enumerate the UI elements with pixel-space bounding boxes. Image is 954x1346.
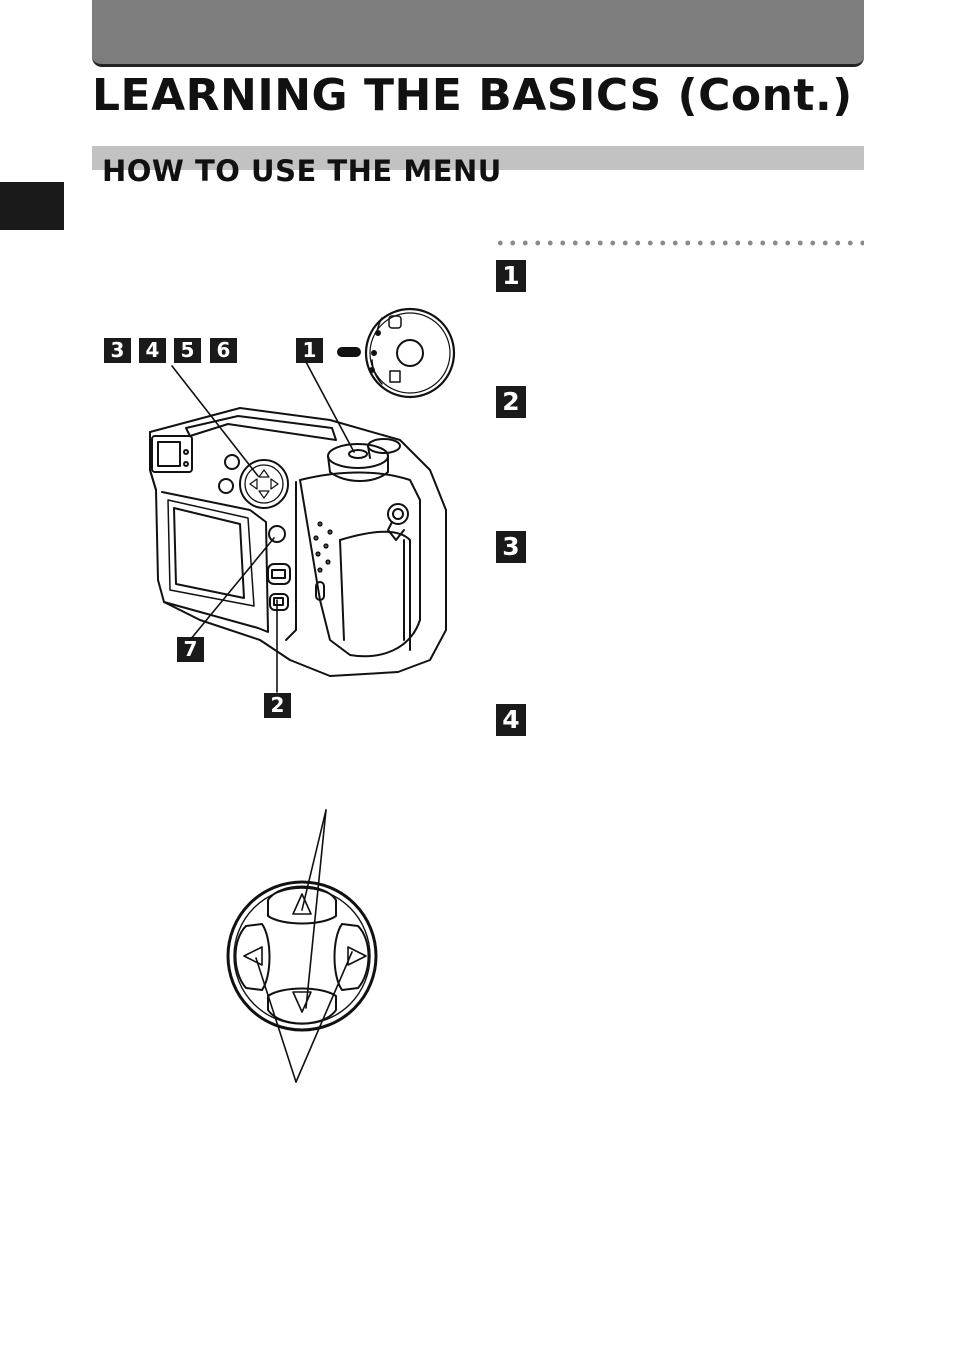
step-badge-4: 4 [496, 704, 526, 736]
header-bar [92, 0, 864, 67]
callout-1: 1 [296, 338, 323, 363]
callout-7: 7 [177, 637, 204, 662]
camera-body [149, 407, 447, 677]
callout-2: 2 [264, 693, 291, 718]
section-band [92, 146, 864, 170]
callout-5: 5 [174, 338, 201, 363]
step-badge-2: 2 [496, 386, 526, 418]
mode-dial-icon [337, 307, 456, 399]
callout-3: 3 [104, 338, 131, 363]
callout-4: 4 [139, 338, 166, 363]
arrow-pad-leaders [255, 809, 353, 1083]
dotted-separator [494, 240, 864, 246]
section-title: HOW TO USE THE MENU [102, 154, 502, 188]
arrow-pad-icon [226, 880, 378, 1032]
step-badge-3: 3 [496, 531, 526, 563]
page-title: LEARNING THE BASICS (Cont.) [92, 70, 853, 121]
step-badge-1: 1 [496, 260, 526, 292]
side-tab [0, 182, 64, 230]
callout-6: 6 [210, 338, 237, 363]
leader-lines [171, 361, 355, 693]
